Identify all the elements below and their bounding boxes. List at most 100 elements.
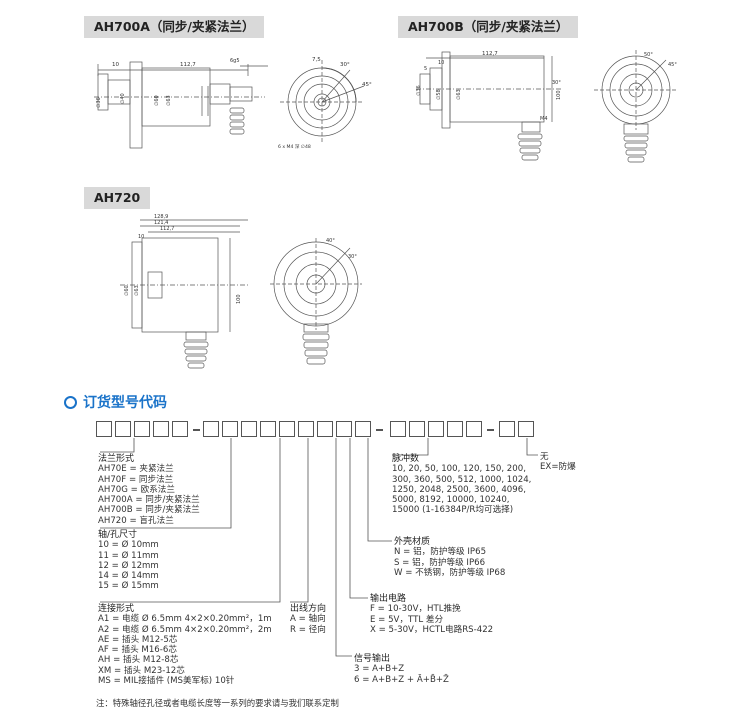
pulses-item: 15000 (1-16384P/R均可选择) — [392, 505, 514, 516]
code-box — [153, 421, 169, 437]
b-dim-30: 30° — [552, 80, 561, 86]
code-box — [428, 421, 444, 437]
code-separator — [376, 429, 383, 431]
outlet-group: 出线方向 A = 轴向 R = 径向 — [290, 604, 326, 635]
c-dim-d63: ∅63 — [134, 285, 140, 296]
flange-group: 法兰形式 AH70E = 夹紧法兰 AH70F = 同步法兰 AH70G = 欧… — [98, 454, 200, 526]
connection-item: A1 = 电缆 Ø 6.5mm 4×2×0.20mm²，1m — [98, 614, 272, 625]
housing-item: W = 不锈钢，防护等级 IP68 — [394, 567, 506, 578]
circuit-header: 输出电路 — [370, 594, 407, 604]
code-box — [336, 421, 352, 437]
shaft-group: 轴/孔尺寸 10 = Ø 10mm 11 = Ø 11mm 12 = Ø 12m… — [98, 530, 159, 592]
signal-item: 6 = A+B+Z + Ā+B̄+Z̄ — [354, 674, 449, 685]
outlet-item: A = 轴向 — [290, 614, 326, 625]
b-dim-m4: M4 — [540, 116, 548, 122]
ah720-front-view: 40° 30° — [270, 238, 362, 365]
connection-item: AF = 插头 M16-6芯 — [98, 645, 177, 656]
code-box — [409, 421, 425, 437]
dim-d60: ∅60 — [154, 95, 160, 106]
shaft-item: 14 = Ø 14mm — [98, 571, 159, 582]
code-separator — [193, 429, 200, 431]
footnote: 注：特殊轴径孔径或者电缆长度等一系列的要求请与我们联系定制 — [96, 698, 339, 708]
shaft-header: 轴/孔尺寸 — [98, 530, 138, 540]
dim-d40: ∅40 — [120, 93, 126, 104]
c-dim-112-7: 112,7 — [160, 226, 174, 232]
code-box — [390, 421, 406, 437]
b-dim-10: 10 — [438, 60, 444, 66]
code-box — [499, 421, 515, 437]
c-dim-121-4: 121,4 — [154, 220, 168, 226]
c-dim-40deg: 40° — [326, 238, 335, 244]
code-box — [298, 421, 314, 437]
code-box — [115, 421, 131, 437]
explosion-group: 无 EX=防爆 — [540, 452, 576, 473]
code-box — [134, 421, 150, 437]
shaft-item: 15 = Ø 15mm — [98, 581, 159, 592]
outlet-header: 出线方向 — [290, 604, 327, 614]
ah720-title: AH720 — [84, 187, 151, 209]
code-box — [518, 421, 534, 437]
code-box — [203, 421, 219, 437]
pulses-item: 1250, 2048, 2500, 3600, 4096, — [392, 484, 526, 495]
pulses-item: 300, 360, 500, 512, 1000, 1024, — [392, 474, 532, 485]
dim-holes: 6 x M4 深 ∅48 — [278, 143, 311, 150]
pulses-header: 脉冲数 — [392, 454, 420, 464]
dim-30deg: 30° — [340, 62, 350, 68]
signal-item: 3 = A+B+Z — [354, 664, 405, 675]
circuit-item: X = 5-30V，HCTL电路RS-422 — [370, 624, 494, 635]
connection-item: AH = 插头 M12-8芯 — [98, 655, 179, 666]
connection-item: MS = MIL接插件 (MS美军标) 10针 — [98, 676, 235, 687]
pulses-group: 脉冲数 10, 20, 50, 100, 120, 150, 200, 300,… — [392, 454, 531, 516]
b-dim-5: 5 — [424, 66, 427, 72]
c-dim-100: 100 — [236, 294, 242, 304]
flange-item: AH700B = 同步/夹紧法兰 — [98, 505, 200, 516]
code-box — [279, 421, 295, 437]
code-box — [447, 421, 463, 437]
connection-group: 连接形式 A1 = 电缆 Ø 6.5mm 4×2×0.20mm²，1m A2 =… — [98, 604, 272, 686]
c-dim-10: 10 — [138, 234, 144, 240]
connection-header: 连接形式 — [98, 604, 135, 614]
shaft-item: 10 = Ø 10mm — [98, 540, 159, 551]
housing-group: 外壳材质 N = 铝，防护等级 IP65 S = 铝，防护等级 IP66 W =… — [394, 537, 505, 578]
flange-header: 法兰形式 — [98, 454, 135, 464]
code-box — [96, 421, 112, 437]
explosion-item: EX=防爆 — [540, 462, 576, 473]
connection-item: A2 = 电缆 Ø 6.5mm 4×2×0.20mm²，2m — [98, 624, 272, 635]
shaft-item: 12 = Ø 12mm — [98, 560, 159, 571]
ah700a-title: AH700A（同步/夹紧法兰） — [84, 16, 265, 38]
signal-header: 信号输出 — [354, 654, 391, 664]
dim-flange: 10 — [112, 62, 119, 68]
ah700b-side-view: 112,7 5 10 ∅36 ∅58 ∅63 30° 100 M4 — [416, 51, 562, 161]
code-box — [317, 421, 333, 437]
b-dim-100: 100 — [556, 90, 562, 100]
circuit-group: 输出电路 F = 10-30V，HTL推挽 E = 5V，TTL 差分 X = … — [370, 594, 493, 635]
c-dim-d60: ∅60 — [124, 285, 130, 296]
ah720-side-view: 128,9 121,4 112,7 10 ∅60 ∅63 100 — [120, 214, 250, 369]
dim-d36: ∅36 — [96, 97, 102, 108]
dim-7-5: 7,5 — [312, 57, 321, 63]
ah700b-front-view: 50° 45° — [594, 50, 678, 163]
pulses-item: 10, 20, 50, 100, 120, 150, 200, — [392, 464, 526, 475]
code-box — [466, 421, 482, 437]
ah700a-front-view: 7,5 30° 45° 6 x M4 深 ∅48 — [278, 57, 372, 150]
b-dim-45deg: 45° — [668, 62, 677, 68]
housing-header: 外壳材质 — [394, 537, 431, 547]
code-box — [260, 421, 276, 437]
connection-item: AE = 插头 M12-5芯 — [98, 634, 178, 645]
connection-item: XM = 插头 M23-12芯 — [98, 665, 185, 676]
dim-d63: ∅63 — [166, 95, 172, 106]
housing-item: N = 铝，防护等级 IP65 — [394, 547, 487, 558]
pulses-item: 5000, 8192, 10000, 10240, — [392, 495, 510, 506]
dim-45deg: 45° — [362, 82, 372, 88]
signal-group: 信号输出 3 = A+B+Z 6 = A+B+Z + Ā+B̄+Z̄ — [354, 654, 449, 685]
code-box — [241, 421, 257, 437]
outlet-item: R = 径向 — [290, 624, 326, 635]
dim-fit: 6g5 — [230, 58, 240, 64]
circuit-item: F = 10-30V，HTL推挽 — [370, 604, 461, 615]
code-box — [355, 421, 371, 437]
circle-bullet-icon — [64, 395, 77, 409]
code-separator — [487, 429, 494, 431]
dim-length: 112,7 — [180, 62, 196, 68]
shaft-item: 11 = Ø 11mm — [98, 550, 159, 561]
b-dim-length: 112,7 — [482, 51, 498, 57]
